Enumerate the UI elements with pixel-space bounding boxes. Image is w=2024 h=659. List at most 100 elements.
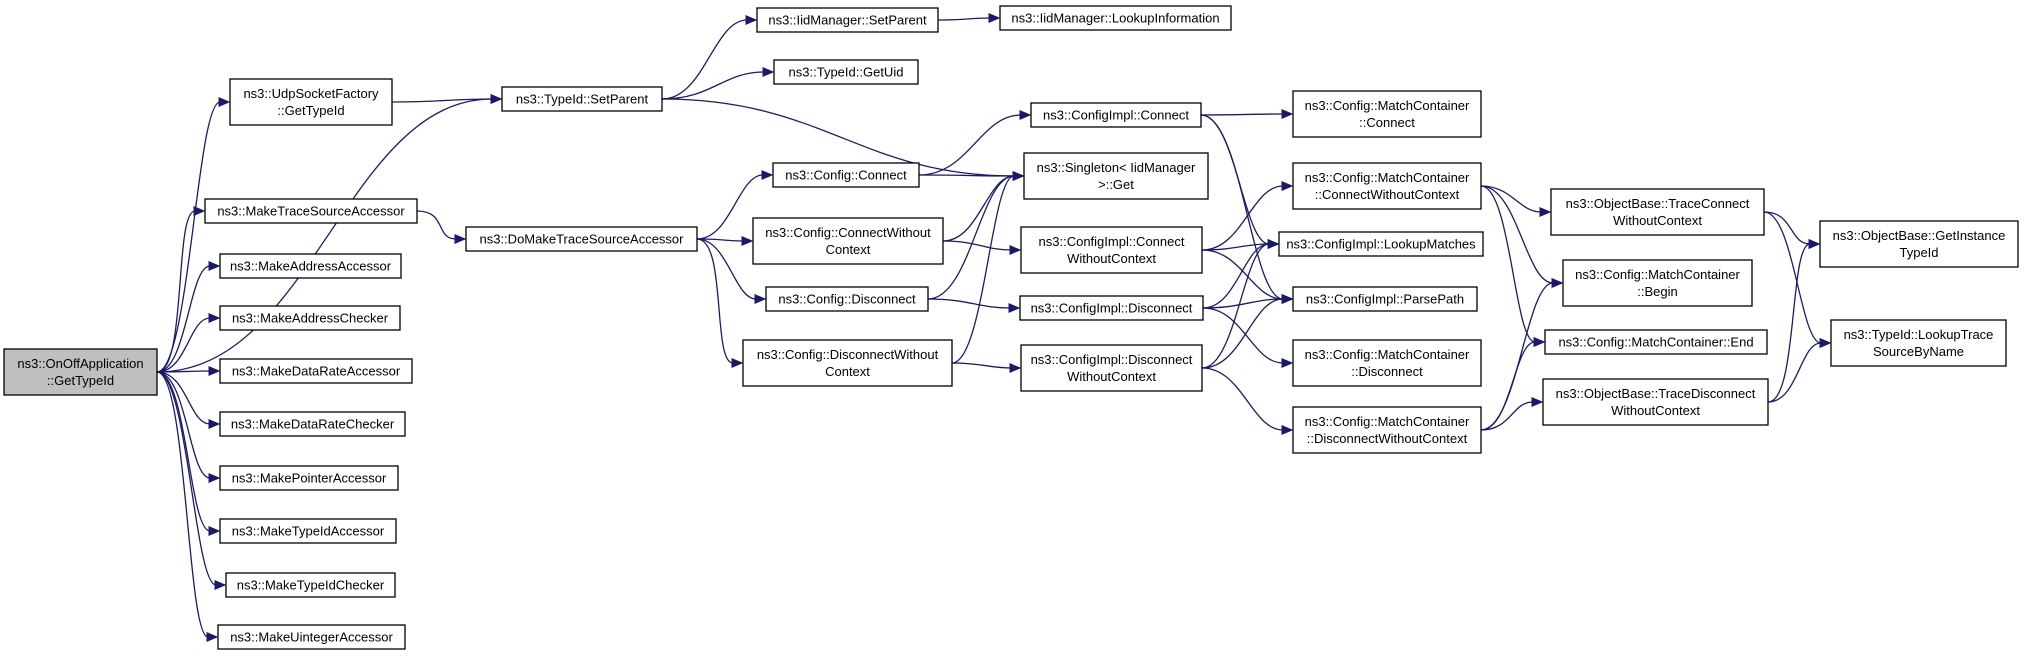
node-label: ns3::Config::MatchContainer — [1305, 170, 1470, 185]
edge-implConnectWC-to-parsePath — [1201, 249, 1294, 304]
node-label: ns3::MakePointerAccessor — [232, 471, 387, 486]
node-getUid[interactable]: ns3::TypeId::GetUid — [773, 59, 919, 85]
node-label: ns3::MakeDataRateChecker — [231, 417, 395, 432]
node-box — [765, 286, 929, 312]
node-mcDisconnectWC[interactable]: ns3::Config::MatchContainer::DisconnectW… — [1292, 406, 1482, 454]
node-label: ::ConnectWithoutContext — [1315, 187, 1460, 202]
node-box — [1020, 344, 1203, 392]
node-obTraceDisconnectWC[interactable]: ns3::ObjectBase::TraceDisconnectWithoutC… — [1542, 378, 1769, 426]
edge-mcDisconnectWC-to-obTraceDisconnectWC — [1480, 397, 1544, 431]
node-cfgDisconnectWC[interactable]: ns3::Config::DisconnectWithoutContext — [742, 339, 953, 387]
node-cfgConnect[interactable]: ns3::Config::Connect — [772, 162, 920, 188]
arrowhead — [208, 473, 221, 483]
node-makeDRAcc[interactable]: ns3::MakeDataRateAccessor — [219, 358, 413, 384]
node-label: ::DisconnectWithoutContext — [1307, 431, 1468, 446]
node-label: ns3::Config::MatchContainer::End — [1558, 335, 1753, 350]
node-mcBegin[interactable]: ns3::Config::MatchContainer::Begin — [1562, 259, 1753, 307]
edge-root-to-makeDRChk — [156, 371, 221, 429]
node-implConnect[interactable]: ns3::ConfigImpl::Connect — [1030, 102, 1202, 128]
edge-implDisconnectWC-to-mcDisconnectWC — [1201, 367, 1294, 435]
node-lookupMatches[interactable]: ns3::ConfigImpl::LookupMatches — [1278, 231, 1484, 257]
node-implDisconnectWC[interactable]: ns3::ConfigImpl::DisconnectWithoutContex… — [1020, 344, 1203, 392]
arrowhead — [1008, 303, 1021, 313]
node-box — [219, 518, 397, 544]
node-mcDisconnect[interactable]: ns3::Config::MatchContainer::Disconnect — [1292, 339, 1482, 387]
arrowhead — [754, 294, 767, 304]
arrowhead — [1267, 239, 1280, 249]
edge-cfgConnect-to-implConnect — [918, 110, 1032, 176]
node-box — [1292, 286, 1478, 312]
node-udpFactory[interactable]: ns3::UdpSocketFactory::GetTypeId — [229, 78, 393, 126]
edge-mcConnectWC-to-mcBegin — [1480, 185, 1564, 288]
node-makeTrace[interactable]: ns3::MakeTraceSourceAccessor — [204, 198, 418, 224]
node-makeDRChk[interactable]: ns3::MakeDataRateChecker — [219, 411, 406, 437]
node-box — [1830, 319, 2007, 367]
edge-root-to-makePtrAcc — [156, 371, 221, 483]
node-box — [219, 305, 401, 331]
node-box — [1544, 329, 1768, 355]
arrowhead — [1819, 338, 1832, 348]
node-label: ns3::ObjectBase::TraceDisconnect — [1556, 386, 1756, 401]
edge-mcDisconnectWC-to-mcEnd — [1480, 337, 1546, 431]
edge-root-to-makeAddrChk — [156, 313, 221, 373]
arrowhead — [454, 234, 467, 244]
node-label: ns3::ObjectBase::TraceConnect — [1566, 196, 1750, 211]
node-label: WithoutContext — [1611, 403, 1700, 418]
node-parsePath[interactable]: ns3::ConfigImpl::ParsePath — [1292, 286, 1478, 312]
node-cfgDisconnect[interactable]: ns3::Config::Disconnect — [765, 286, 929, 312]
node-makeAddrAcc[interactable]: ns3::MakeAddressAccessor — [219, 253, 402, 279]
node-makeTidAcc[interactable]: ns3::MakeTypeIdAccessor — [219, 518, 397, 544]
node-label: ns3::Config::MatchContainer — [1575, 267, 1740, 282]
node-implConnectWC[interactable]: ns3::ConfigImpl::ConnectWithoutContext — [1020, 226, 1203, 274]
node-root[interactable]: ns3::OnOffApplication::GetTypeId — [3, 348, 158, 396]
node-label: WithoutContext — [1613, 213, 1702, 228]
edge-cfgConnectWC-to-implConnectWC — [942, 240, 1022, 255]
node-makePtrAcc[interactable]: ns3::MakePointerAccessor — [219, 465, 399, 491]
node-box — [219, 253, 402, 279]
node-label: ns3::IidManager::SetParent — [768, 13, 927, 28]
node-iidSetParent[interactable]: ns3::IidManager::SetParent — [756, 7, 939, 33]
edge-implConnectWC-to-mcConnectWC — [1201, 181, 1294, 251]
node-label: ::Connect — [1359, 115, 1415, 130]
node-makeAddrChk[interactable]: ns3::MakeAddressChecker — [219, 305, 401, 331]
node-implDisconnect[interactable]: ns3::ConfigImpl::Disconnect — [1019, 295, 1204, 321]
edge-implDisconnect-to-parsePath — [1202, 294, 1294, 309]
arrowhead — [1539, 207, 1552, 217]
node-mcConnectWC[interactable]: ns3::Config::MatchContainer::ConnectWith… — [1292, 162, 1482, 210]
node-doMakeTrace[interactable]: ns3::DoMakeTraceSourceAccessor — [465, 226, 698, 252]
node-singleton[interactable]: ns3::Singleton< IidManager>::Get — [1023, 152, 1209, 200]
node-makeUintAcc[interactable]: ns3::MakeUintegerAccessor — [217, 624, 406, 650]
node-setParent[interactable]: ns3::TypeId::SetParent — [501, 86, 663, 112]
edge-doMakeTrace-to-cfgDisconnectWC — [696, 238, 744, 368]
node-mcConnect[interactable]: ns3::Config::MatchContainer::Connect — [1292, 90, 1482, 138]
arrowhead — [762, 67, 775, 77]
arrowhead — [731, 358, 744, 368]
node-box — [219, 465, 399, 491]
arrowhead — [988, 13, 1001, 23]
edge-implDisconnect-to-mcDisconnect — [1202, 307, 1294, 368]
node-label: ::GetTypeId — [277, 103, 344, 118]
node-box — [229, 78, 393, 126]
arrowhead — [208, 419, 221, 429]
node-mcEnd[interactable]: ns3::Config::MatchContainer::End — [1544, 329, 1768, 355]
node-box — [1030, 102, 1202, 128]
node-cfgConnectWC[interactable]: ns3::Config::ConnectWithoutContext — [752, 217, 944, 265]
arrowhead — [1012, 171, 1025, 181]
node-lookupInfo[interactable]: ns3::IidManager::LookupInformation — [999, 5, 1232, 31]
node-label: ns3::MakeTraceSourceAccessor — [217, 204, 405, 219]
edge-doMakeTrace-to-cfgConnectWC — [696, 236, 754, 246]
node-box — [742, 339, 953, 387]
edge-root-to-makeTrace — [156, 206, 206, 373]
node-label: ns3::Config::MatchContainer — [1305, 347, 1470, 362]
node-label: WithoutContext — [1067, 251, 1156, 266]
arrowhead — [1281, 294, 1294, 304]
node-label: ns3::MakeTypeIdChecker — [237, 578, 385, 593]
node-box — [1023, 152, 1209, 200]
node-obTraceConnectWC[interactable]: ns3::ObjectBase::TraceConnectWithoutCont… — [1550, 188, 1765, 236]
node-box — [1292, 406, 1482, 454]
node-label: ns3::ConfigImpl::ParsePath — [1306, 292, 1464, 307]
node-makeTidChk[interactable]: ns3::MakeTypeIdChecker — [225, 572, 396, 598]
edge-root-to-makeDRAcc — [156, 366, 221, 376]
